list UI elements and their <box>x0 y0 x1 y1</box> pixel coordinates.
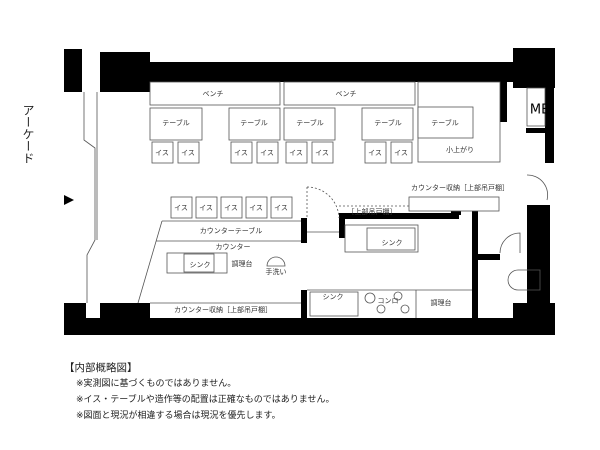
table-label: テーブル <box>240 118 268 127</box>
svg-text:イス: イス <box>155 149 169 157</box>
svg-text:イス: イス <box>394 149 408 157</box>
mb-label: MB <box>530 103 550 118</box>
toilet-icon <box>507 269 541 291</box>
counter-table-label: カウンターテーブル <box>200 226 263 235</box>
counter-storage-label: カウンター収納［上部吊戸棚］ <box>174 305 272 314</box>
svg-text:イス: イス <box>249 204 263 212</box>
svg-text:イス: イス <box>274 204 288 212</box>
arcade-label: アーケード <box>21 104 35 164</box>
svg-text:イス: イス <box>181 149 195 157</box>
raised-area-label: 小上がり <box>446 145 474 154</box>
table-label: テーブル <box>162 118 190 127</box>
note-line: ※実測図に基づくものではありません。 <box>76 379 237 389</box>
note-line: ※図面と現況が相違する場合は現況を優先します。 <box>76 411 281 421</box>
sink-label: シンク <box>190 261 211 269</box>
svg-text:イス: イス <box>174 204 188 212</box>
bench-label: ベンチ <box>203 90 224 98</box>
sink-label: シンク <box>323 293 344 301</box>
prep-table-label: 調理台 <box>431 298 452 307</box>
upper-cabinet-label: ［上部吊戸棚］ <box>348 207 397 216</box>
door <box>306 186 340 219</box>
svg-text:イス: イス <box>224 204 238 212</box>
stove-label: コンロ <box>378 297 399 305</box>
table-label: テーブル <box>431 118 459 127</box>
chairs-top: イス イス イス イス イス イス イス イス <box>151 141 413 164</box>
sink-label: シンク <box>382 239 403 247</box>
hand-wash-label: 手洗い <box>266 267 287 276</box>
notes: 【内部概略図】 ※実測図に基づくものではありません。 ※イス・テーブルや造作等の… <box>64 360 334 424</box>
notes-title: 【内部概略図】 <box>64 362 138 374</box>
toilet-door <box>499 232 521 254</box>
svg-text:イス: イス <box>260 149 274 157</box>
svg-text:イス: イス <box>315 149 329 157</box>
door <box>526 174 548 201</box>
svg-text:イス: イス <box>199 204 213 212</box>
table-label: テーブル <box>374 118 402 127</box>
counter-label: カウンター <box>216 242 251 251</box>
svg-text:イス: イス <box>368 149 382 157</box>
bench-label: ベンチ <box>336 90 357 98</box>
walls <box>64 48 555 335</box>
note-line: ※イス・テーブルや造作等の配置は正確なものではありません。 <box>76 395 335 405</box>
bench <box>149 81 281 106</box>
prep-table-label: 調理台 <box>232 259 253 268</box>
counter-storage-label: カウンター収納［上部吊戸棚］ <box>411 183 509 192</box>
svg-text:イス: イス <box>234 149 248 157</box>
counter-chairs: イス イス イス イス イス <box>170 196 293 219</box>
table-label: テーブル <box>296 118 324 127</box>
bench <box>283 81 416 106</box>
entrance-arrow-icon <box>64 195 74 205</box>
svg-text:イス: イス <box>289 149 303 157</box>
